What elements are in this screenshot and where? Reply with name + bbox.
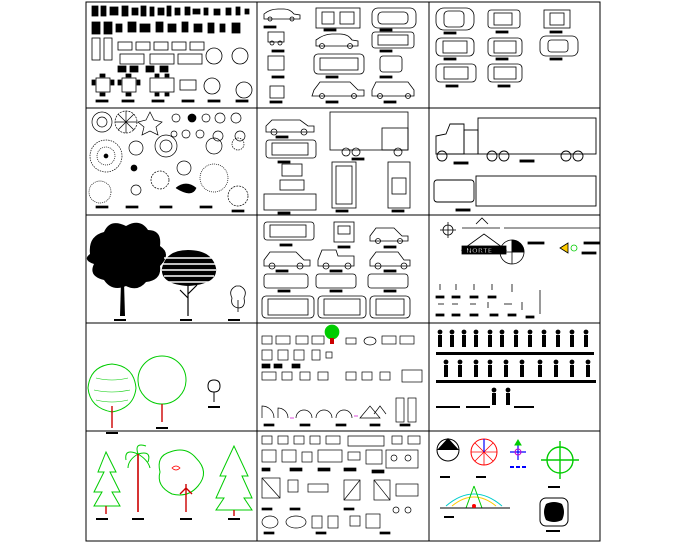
semi-truck-icons [433, 117, 597, 212]
people-silhouettes-icons [436, 329, 596, 408]
tree-plan-symbols-icons [88, 110, 249, 213]
bathroom-doors-symbols-icons [261, 324, 423, 427]
palm-and-conifer-icons [93, 444, 253, 520]
sheet-grid [85, 1, 601, 542]
green-tree-elevations-icons [87, 355, 221, 434]
compass-and-signs-icons [436, 438, 579, 532]
car-plan-views-icons [435, 7, 579, 88]
car-mixed-views-icons [261, 221, 411, 319]
furniture-icons [91, 5, 253, 103]
car-elevations-icons [263, 7, 417, 104]
trucks-and-vans-icons [263, 111, 411, 215]
north-arrows-and-markers-icons: NORTE [435, 217, 601, 319]
solid-tree-elevations-icons [86, 222, 246, 321]
north-label: NORTE [466, 247, 493, 255]
kitchen-and-fixtures-icons [261, 435, 421, 535]
